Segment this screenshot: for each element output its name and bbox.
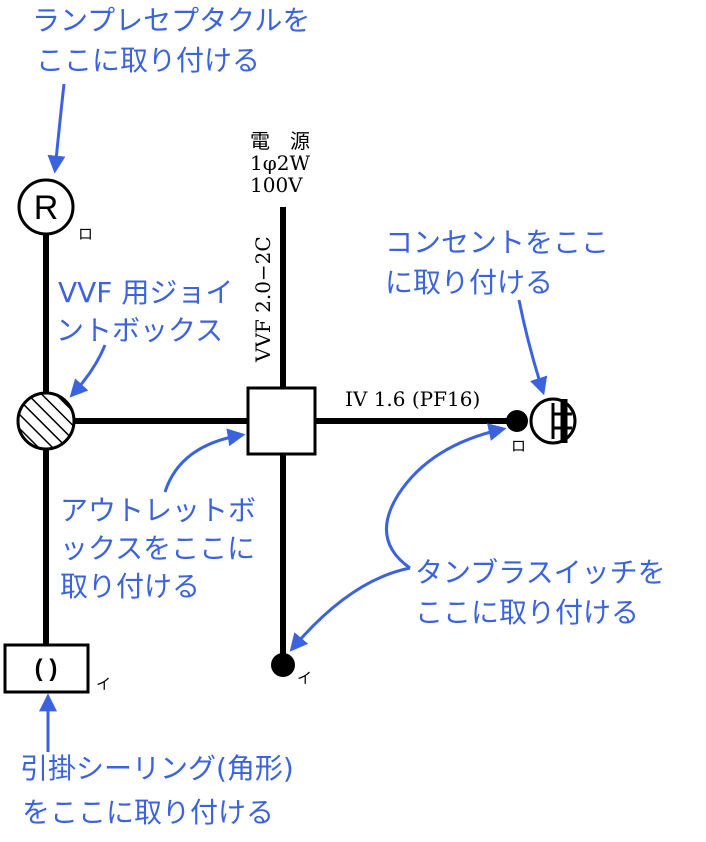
- annotation-switch-line-1: タンブラスイッチを: [415, 556, 666, 589]
- arrow-to-switch-i: [289, 566, 411, 652]
- power-source-label: 電 源: [250, 129, 310, 153]
- ceiling-rose-parens: ( ): [35, 655, 58, 682]
- lamp-receptacle-symbol: R: [17, 178, 75, 236]
- vvf-cable-label: VVF 2.0−2C: [251, 236, 275, 363]
- power-voltage-label: 100V: [250, 173, 303, 197]
- annotation-ceiling-line-1: 引掛シーリング(角形): [20, 752, 294, 785]
- vvf-junction-box-symbol: [16, 391, 76, 451]
- annotation-lamp-line-2: ここに取り付ける: [36, 44, 260, 77]
- ceiling-rose-symbol: ( ): [3, 643, 90, 694]
- annotation-switch-line-2: ここに取り付ける: [415, 596, 639, 629]
- annotation-outlet-box-line-2: ックスをここに: [60, 532, 255, 565]
- arrow-to-junction: [69, 344, 107, 398]
- arrow-to-outlet-box: [163, 428, 246, 493]
- receptacle-symbol: [529, 397, 577, 445]
- annotation-receptacle-line-1: コンセントをここ: [385, 226, 609, 259]
- annotation-outlet-box-line-1: アウトレットボ: [60, 494, 256, 527]
- ceiling-i-label: イ: [96, 675, 111, 693]
- switch-i-label: イ: [297, 669, 312, 687]
- switch-ro-label: ロ: [511, 437, 526, 455]
- iv-wire-label: IV 1.6 (PF16): [345, 387, 480, 411]
- lamp-receptacle-letter: R: [34, 189, 59, 227]
- switch-i-dot: [271, 653, 295, 677]
- arrow-to-receptacle: [517, 299, 548, 396]
- power-phase-label: 1φ2W: [250, 151, 310, 175]
- switch-ro-dot: [506, 410, 528, 432]
- outlet-box-symbol: [246, 386, 317, 456]
- annotation-receptacle-line-2: に取り付ける: [385, 266, 553, 299]
- annotation-lamp-line-1: ランプレセプタクルを: [32, 4, 310, 37]
- arrow-to-switch-ro: [384, 423, 507, 570]
- annotation-outlet-box-line-3: 取り付ける: [60, 570, 200, 603]
- annotation-junction-line-1: VVF 用ジョイ: [58, 276, 233, 309]
- annotation-junction-line-2: ントボックス: [56, 314, 223, 347]
- annotation-ceiling-line-2: をここに取り付ける: [22, 796, 274, 829]
- arrow-to-lamp: [47, 83, 66, 174]
- lamp-ro-label: ロ: [78, 225, 93, 243]
